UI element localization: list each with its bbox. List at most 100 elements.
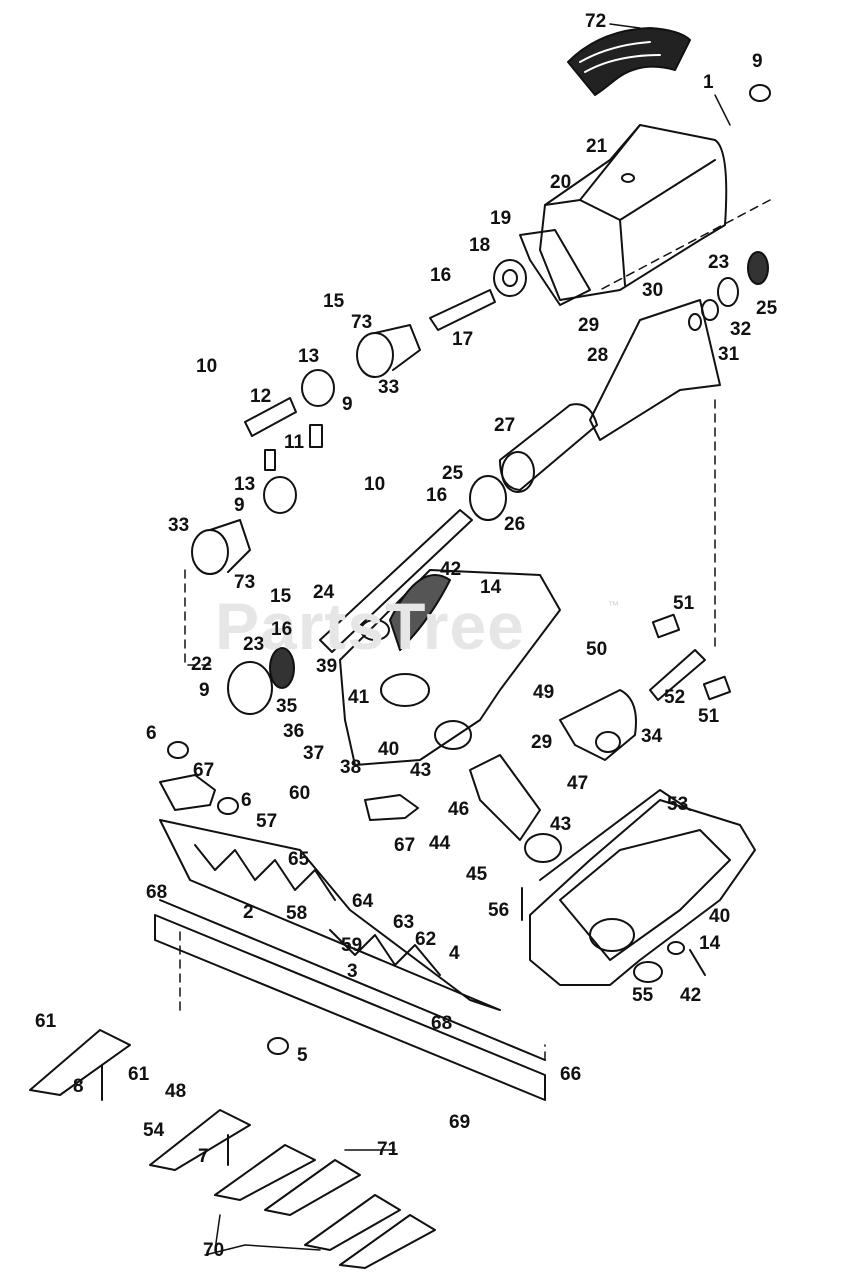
- callout-17: 17: [452, 329, 474, 350]
- clip-part: [159, 774, 216, 811]
- gear-part: [747, 251, 769, 285]
- callout-3: 3: [347, 961, 358, 982]
- callout-15: 15: [270, 586, 292, 607]
- guard-part: [149, 1109, 251, 1171]
- pin-part: [309, 424, 323, 448]
- seal-part: [469, 475, 507, 521]
- nut-part: [167, 741, 189, 759]
- callout-57: 57: [256, 811, 278, 832]
- pitman-arm-part: [559, 689, 637, 761]
- callout-14: 14: [480, 577, 502, 598]
- callout-29: 29: [531, 732, 553, 753]
- callout-7: 7: [198, 1146, 209, 1167]
- cutter-bar-part: [154, 899, 546, 1101]
- guard-part: [304, 1194, 401, 1251]
- washer-part: [688, 313, 702, 331]
- callout-65: 65: [288, 849, 310, 870]
- callout-28: 28: [587, 345, 609, 366]
- collar-part: [301, 369, 335, 407]
- callout-63: 63: [393, 912, 415, 933]
- clip-part: [364, 794, 419, 821]
- callout-23: 23: [243, 634, 265, 655]
- seal-part: [434, 720, 472, 750]
- callout-55: 55: [632, 985, 654, 1006]
- washer-part: [667, 941, 685, 955]
- callout-29: 29: [578, 315, 600, 336]
- callout-9: 9: [234, 495, 245, 516]
- callout-12: 12: [250, 386, 272, 407]
- drive-tube-part: [499, 403, 598, 493]
- callout-33: 33: [168, 515, 190, 536]
- callout-62: 62: [415, 929, 437, 950]
- cap-part: [227, 661, 273, 715]
- callout-35: 35: [276, 696, 298, 717]
- crank-part: [469, 754, 541, 841]
- seal-part: [524, 833, 562, 863]
- mounting-housing-part: [529, 789, 756, 986]
- callout-71: 71: [377, 1139, 399, 1160]
- callout-21: 21: [586, 136, 608, 157]
- callout-40: 40: [378, 739, 400, 760]
- nut-part: [267, 1037, 289, 1055]
- callout-13: 13: [234, 474, 256, 495]
- callout-73: 73: [351, 312, 373, 333]
- callout-61: 61: [35, 1011, 57, 1032]
- callout-6: 6: [146, 723, 157, 744]
- callout-14: 14: [699, 933, 721, 954]
- pin-part: [244, 397, 297, 437]
- gearbox-housing-part: [339, 569, 561, 766]
- callout-10: 10: [196, 356, 218, 377]
- nut-part: [749, 84, 771, 102]
- bushing-part: [595, 731, 621, 753]
- callout-22: 22: [191, 654, 213, 675]
- watermark-trademark: ™: [608, 600, 619, 612]
- callout-46: 46: [448, 799, 470, 820]
- knife-section-part: [159, 819, 501, 1011]
- callout-53: 53: [667, 794, 689, 815]
- callout-52: 52: [664, 687, 686, 708]
- callout-25: 25: [756, 298, 778, 319]
- bearing-part: [493, 259, 527, 297]
- callout-13: 13: [298, 346, 320, 367]
- callout-42: 42: [680, 985, 702, 1006]
- callout-51: 51: [673, 593, 695, 614]
- callout-66: 66: [560, 1064, 582, 1085]
- callout-27: 27: [494, 415, 516, 436]
- washer-part: [717, 277, 739, 307]
- callout-30: 30: [642, 280, 664, 301]
- callout-67: 67: [193, 760, 215, 781]
- callout-15: 15: [323, 291, 345, 312]
- collar-part: [263, 476, 297, 514]
- callout-69: 69: [449, 1112, 471, 1133]
- callout-16: 16: [271, 619, 293, 640]
- callout-43: 43: [410, 760, 432, 781]
- callout-1: 1: [703, 72, 714, 93]
- callout-58: 58: [286, 903, 308, 924]
- watermark: PartsTree: [215, 589, 525, 663]
- callout-6: 6: [241, 790, 252, 811]
- callout-72: 72: [585, 11, 607, 32]
- callout-42: 42: [440, 559, 462, 580]
- callout-47: 47: [567, 773, 589, 794]
- callout-11: 11: [284, 432, 305, 453]
- guard-part: [339, 1214, 436, 1269]
- callout-51: 51: [698, 706, 720, 727]
- callout-26: 26: [504, 514, 526, 535]
- callout-73: 73: [234, 572, 256, 593]
- callout-9: 9: [342, 394, 353, 415]
- bolt-part: [689, 949, 706, 976]
- callout-41: 41: [348, 687, 370, 708]
- pin-part: [264, 449, 276, 471]
- callout-9: 9: [199, 680, 210, 701]
- callout-68: 68: [146, 882, 168, 903]
- upper-gear-housing-part: [539, 124, 728, 301]
- coupling-part: [356, 324, 421, 378]
- callout-45: 45: [466, 864, 488, 885]
- callout-9: 9: [752, 51, 763, 72]
- callout-25: 25: [442, 463, 464, 484]
- callout-2: 2: [243, 902, 254, 923]
- callout-60: 60: [289, 783, 311, 804]
- callout-10: 10: [364, 474, 386, 495]
- shaft-part: [429, 289, 496, 331]
- callout-38: 38: [340, 757, 362, 778]
